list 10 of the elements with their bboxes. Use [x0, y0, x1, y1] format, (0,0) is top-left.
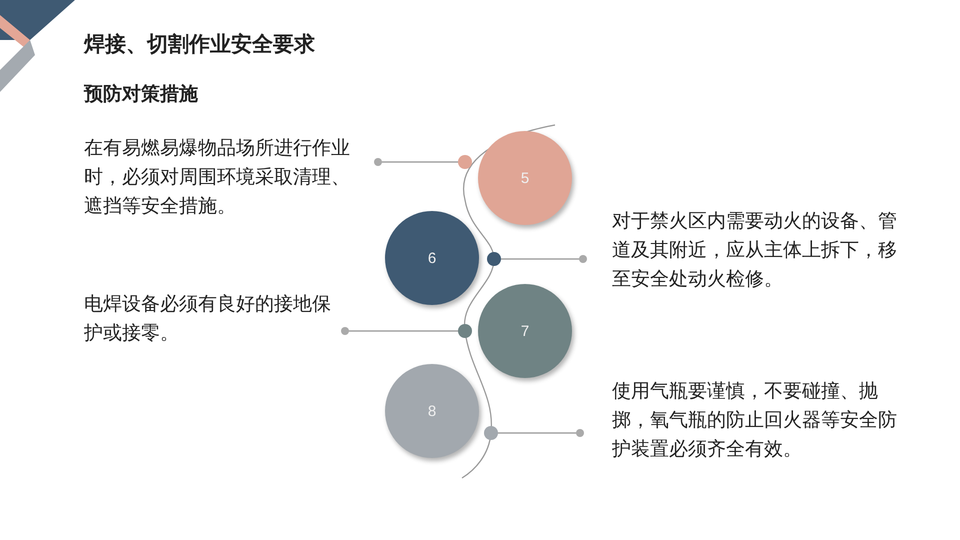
paragraph: 在有易燃易爆物品场所进行作业时，必须对周围环境采取清理、遮挡等安全措施。	[84, 136, 351, 219]
paragraph: 电焊设备必须有良好的接地保护或接零。	[84, 292, 332, 346]
number-circle: 6	[385, 211, 479, 305]
number-circle: 8	[385, 364, 479, 458]
subtitle: 预防对策措施	[84, 82, 199, 107]
number-circle: 5	[478, 131, 572, 225]
paragraph: 对于禁火区内需要动火的设备、管道及其附近，应从主体上拆下，移至安全处动火检修。	[612, 209, 898, 292]
title: 焊接、切割作业安全要求	[84, 31, 315, 58]
paragraph: 使用气瓶要谨慎，不要碰撞、抛掷，氧气瓶的防止回火器等安全防护装置必须齐全有效。	[612, 379, 898, 462]
number-circle: 7	[478, 284, 572, 378]
